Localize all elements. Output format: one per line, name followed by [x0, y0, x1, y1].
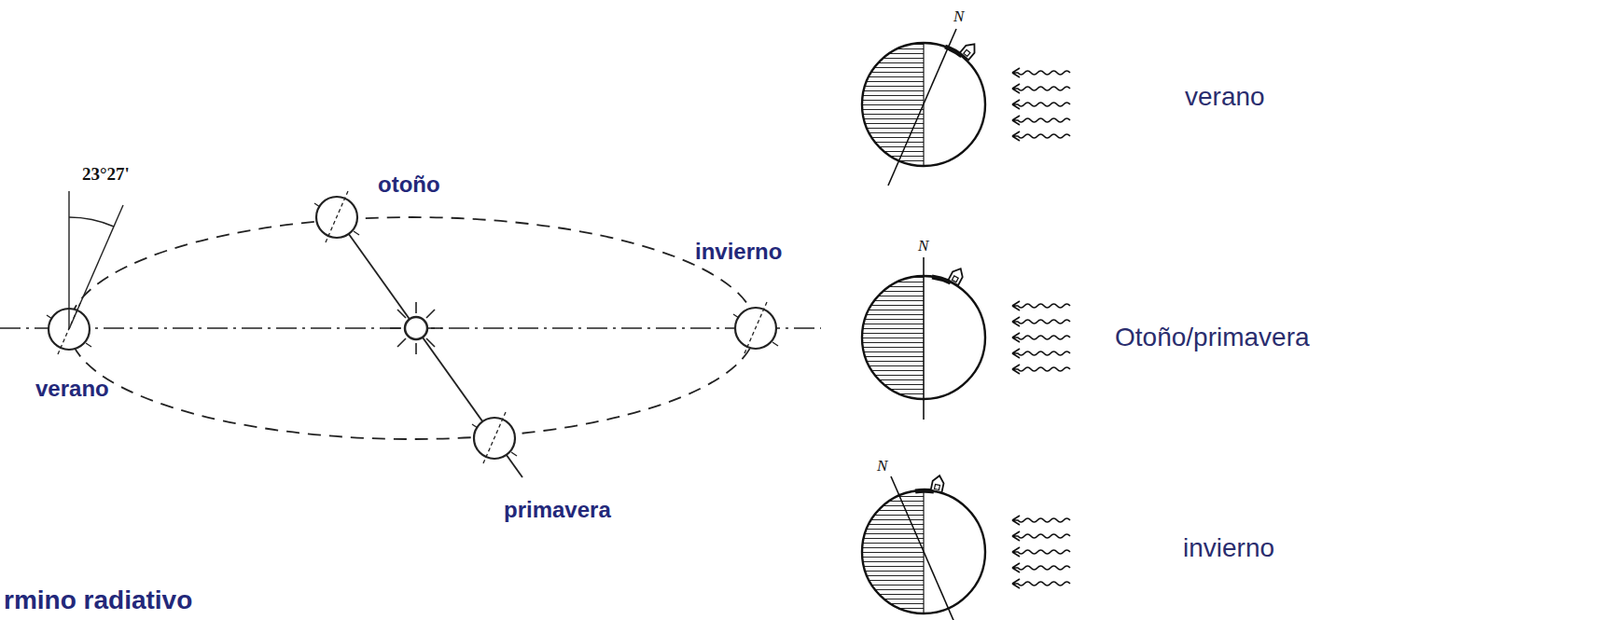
season-caption: verano: [1184, 82, 1266, 112]
season-caption: invierno: [1182, 533, 1275, 564]
tilt-angle: [69, 191, 124, 330]
section-heading: rmino radiativo: [3, 585, 193, 616]
equinox-line: [336, 217, 523, 478]
north-label: N: [876, 457, 888, 476]
north-label: N: [953, 7, 964, 27]
earth-equinox-detail: [862, 257, 1071, 420]
angle-label: 23°27': [82, 164, 130, 185]
earth-winter-detail: [862, 474, 1071, 620]
orbit: [0, 217, 821, 478]
north-label: N: [918, 236, 929, 256]
orbit-ellipse: [69, 217, 756, 440]
earth-winter: [733, 302, 779, 354]
orbit-earths: [46, 191, 779, 464]
season-label: primavera: [503, 497, 612, 524]
season-caption: Otoño/primavera: [1114, 322, 1310, 353]
earth-autumn: [314, 191, 360, 243]
sun-symbol: [389, 302, 443, 355]
earth-summer-detail: [862, 28, 1071, 186]
season-label: invierno: [695, 238, 782, 265]
earth-spring: [472, 412, 517, 464]
season-label: verano: [35, 375, 110, 403]
season-label: otoño: [377, 171, 441, 198]
